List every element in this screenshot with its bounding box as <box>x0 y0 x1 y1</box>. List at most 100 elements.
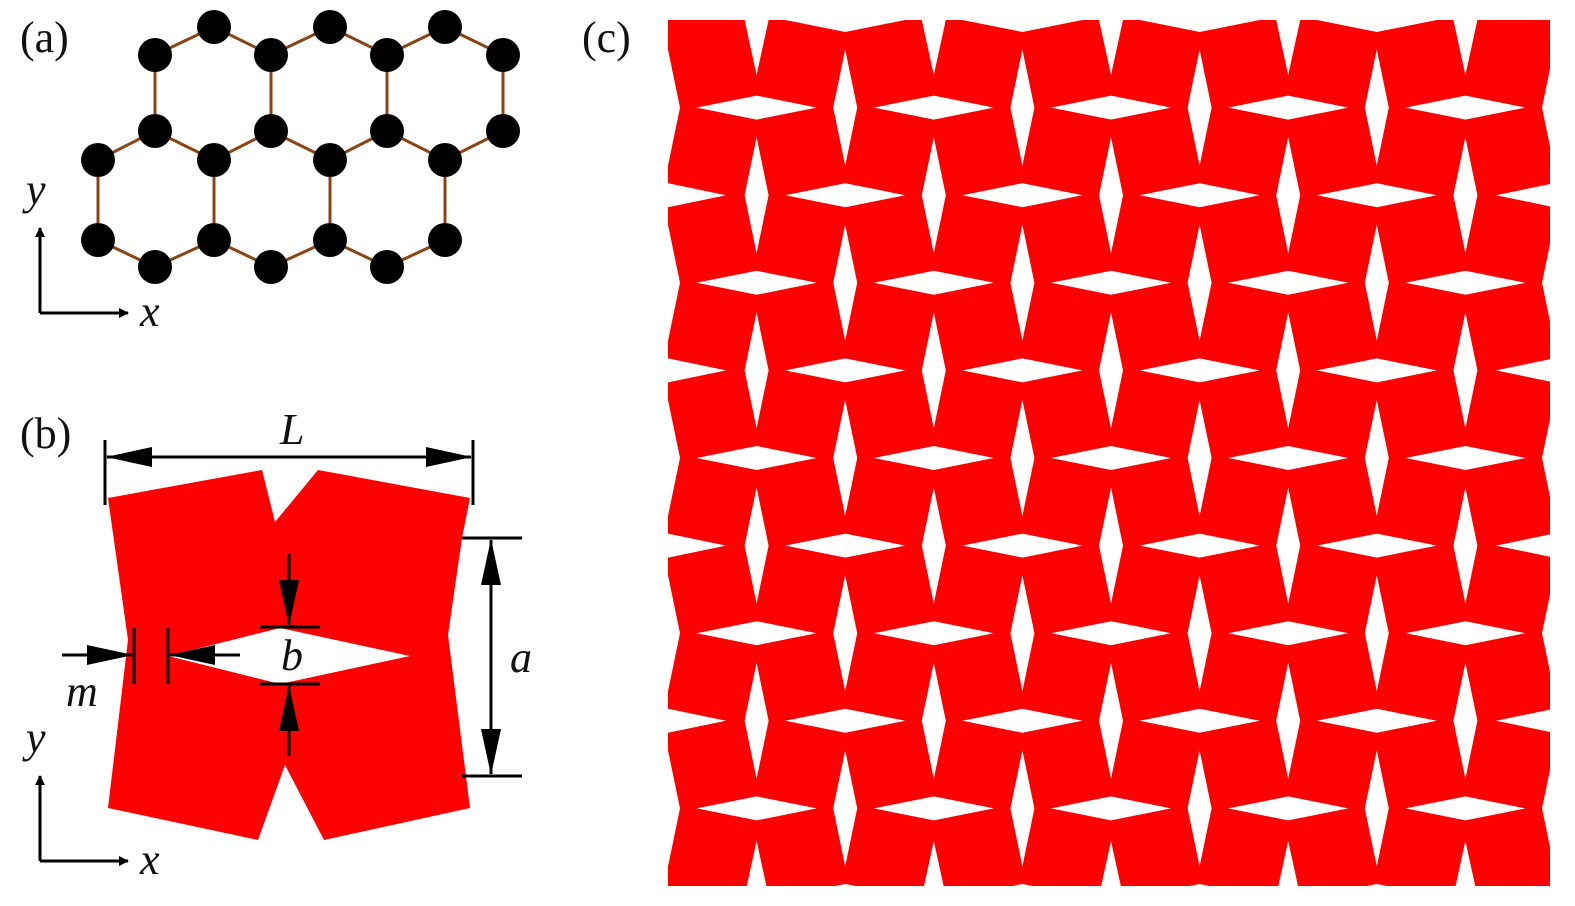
dim-L-label: L <box>279 405 304 454</box>
pattern-hole-vertical <box>1276 487 1301 604</box>
pattern-hole-horizontal <box>1228 621 1349 646</box>
lattice-atom <box>428 143 462 177</box>
pattern-hole-vertical <box>1010 224 1035 341</box>
dim-m-label: m <box>66 667 98 716</box>
pattern-hole-vertical <box>921 137 946 254</box>
pattern-hole-vertical <box>1364 400 1389 516</box>
dim-b-label: b <box>281 631 303 680</box>
panel-b: (b) L a b <box>20 405 532 884</box>
lattice-atom <box>197 143 231 177</box>
pattern-edge-notch <box>668 358 726 383</box>
pattern-hole-horizontal <box>962 8 1083 32</box>
pattern-hole-vertical <box>1453 312 1478 429</box>
lattice-atom <box>370 38 404 72</box>
pattern-edge-notch <box>668 400 680 516</box>
pattern-hole-vertical <box>1364 49 1389 166</box>
pattern-hole-horizontal <box>962 183 1083 208</box>
lattice-atom <box>428 10 462 44</box>
dim-a-label: a <box>510 633 532 682</box>
axis-label-x: x <box>139 287 160 336</box>
pattern-edge-notch <box>1542 750 1554 867</box>
pattern-hole-horizontal <box>1228 796 1349 821</box>
pattern-edge-notch <box>668 750 680 867</box>
pattern-edge-notch <box>921 20 946 75</box>
pattern-hole-horizontal <box>785 8 906 32</box>
pattern-hole-vertical <box>1010 575 1035 692</box>
panel-a-axes: y x <box>22 165 160 336</box>
pattern-hole-vertical <box>833 750 858 867</box>
pattern-hole-vertical <box>1276 137 1301 254</box>
pattern-edge-notch <box>744 20 769 75</box>
pattern-hole-vertical <box>1099 137 1123 254</box>
pattern-hole-horizontal <box>1228 270 1349 295</box>
pattern-hole-horizontal <box>1405 270 1526 295</box>
metamaterial-edge-notches <box>668 20 1554 896</box>
pattern-edge-notch <box>1453 20 1478 75</box>
pattern-hole-horizontal <box>1228 446 1349 470</box>
pattern-edge-notch <box>744 841 769 896</box>
pattern-hole-horizontal <box>696 621 817 646</box>
pattern-hole-vertical <box>1187 575 1212 692</box>
lattice-atom <box>197 10 231 44</box>
pattern-hole-vertical <box>1364 575 1389 692</box>
pattern-hole-horizontal <box>1228 95 1349 120</box>
panel-b-tag: (b) <box>20 409 71 458</box>
lattice-atom <box>313 10 347 44</box>
pattern-edge-notch <box>1496 533 1554 558</box>
pattern-hole-horizontal <box>1405 95 1526 120</box>
pattern-hole-vertical <box>833 400 858 516</box>
pattern-hole-vertical <box>1364 224 1389 341</box>
lattice-atom <box>138 250 172 284</box>
lattice-atom <box>313 223 347 257</box>
unit-cell-hole <box>168 628 410 684</box>
lattice-atom <box>138 38 172 72</box>
pattern-hole-horizontal <box>1316 358 1437 383</box>
pattern-hole-horizontal <box>873 95 994 120</box>
pattern-hole-vertical <box>1010 400 1035 516</box>
pattern-hole-vertical <box>1010 750 1035 867</box>
pattern-hole-horizontal <box>785 183 906 208</box>
pattern-edge-notch <box>1099 841 1123 896</box>
pattern-hole-vertical <box>1010 49 1035 166</box>
pattern-edge-notch <box>668 708 726 733</box>
lattice-atom <box>486 114 520 148</box>
pattern-hole-horizontal <box>1051 270 1171 295</box>
lattice-atom <box>313 143 347 177</box>
pattern-hole-vertical <box>1453 487 1478 604</box>
pattern-edge-notch <box>1542 400 1554 516</box>
pattern-hole-horizontal <box>1139 533 1260 558</box>
lattice-atom <box>81 223 115 257</box>
pattern-hole-horizontal <box>785 533 906 558</box>
pattern-edge-notch <box>1453 841 1478 896</box>
pattern-edge-notch <box>1542 575 1554 692</box>
pattern-hole-horizontal <box>873 446 994 470</box>
pattern-hole-horizontal <box>1051 796 1171 821</box>
axis-label-y: y <box>22 713 46 762</box>
pattern-hole-horizontal <box>873 270 994 295</box>
lattice-atom <box>138 114 172 148</box>
pattern-edge-notch <box>1496 358 1554 383</box>
pattern-hole-horizontal <box>1051 621 1171 646</box>
pattern-hole-vertical <box>833 224 858 341</box>
pattern-edge-notch <box>1099 20 1123 75</box>
pattern-hole-vertical <box>1276 662 1301 779</box>
pattern-edge-notch <box>1276 841 1301 896</box>
pattern-hole-horizontal <box>696 446 817 470</box>
dimension-annotations: L a b m <box>62 405 532 778</box>
pattern-hole-horizontal <box>696 95 817 120</box>
pattern-hole-horizontal <box>785 708 906 733</box>
pattern-hole-vertical <box>921 487 946 604</box>
honeycomb-lattice <box>81 10 520 284</box>
pattern-hole-horizontal <box>962 533 1083 558</box>
pattern-edge-notch <box>1496 183 1554 208</box>
pattern-hole-horizontal <box>962 884 1083 906</box>
pattern-hole-horizontal <box>1316 884 1437 906</box>
metamaterial-holes <box>696 8 1526 906</box>
lattice-atom <box>254 114 288 148</box>
pattern-hole-vertical <box>1099 487 1123 604</box>
pattern-hole-horizontal <box>1405 446 1526 470</box>
pattern-hole-horizontal <box>1139 708 1260 733</box>
pattern-hole-vertical <box>833 575 858 692</box>
pattern-hole-vertical <box>1099 312 1123 429</box>
